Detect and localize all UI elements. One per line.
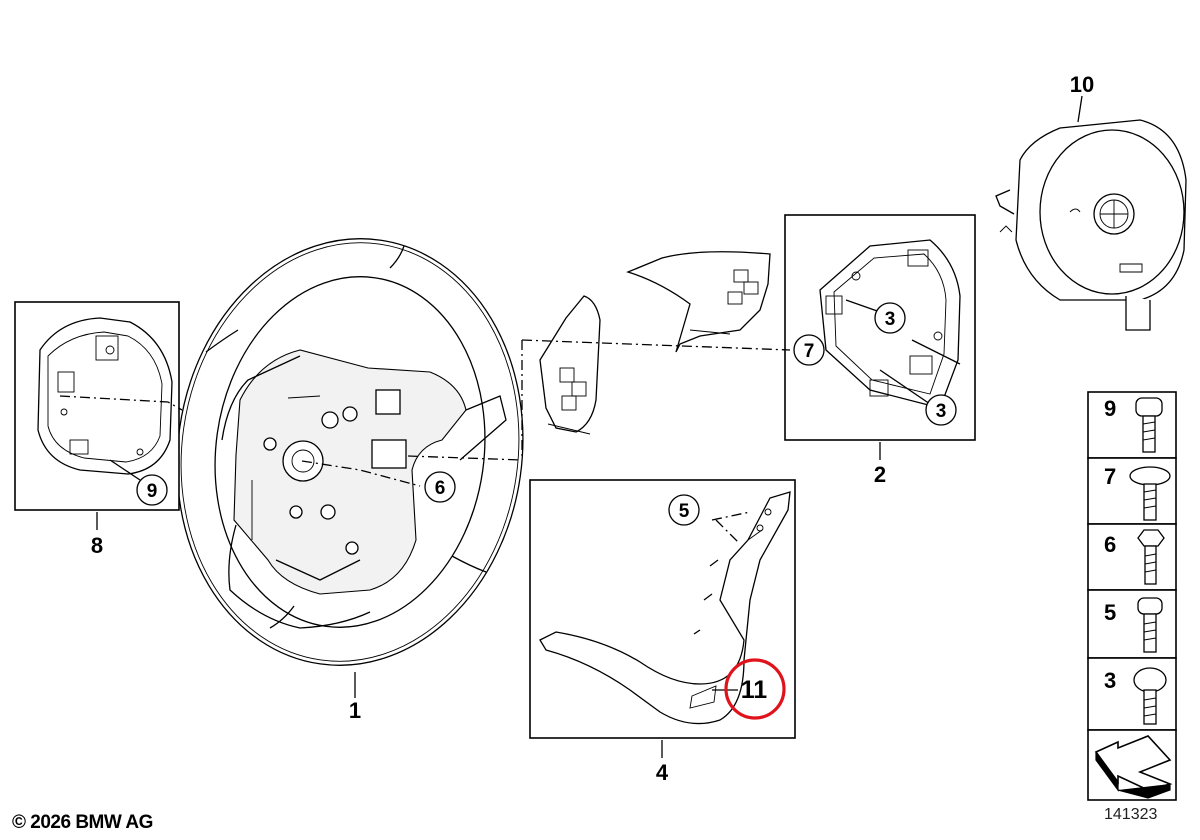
steering-wheel[interactable] <box>150 216 550 688</box>
screw-6-icon[interactable] <box>1137 529 1165 585</box>
screw-5-icon[interactable] <box>1137 597 1163 653</box>
svg-text:5: 5 <box>679 501 690 522</box>
part-label-4[interactable]: 4 <box>656 760 669 785</box>
connection-lines <box>301 339 791 545</box>
callout-9[interactable]: 9 <box>136 474 168 506</box>
legend-label-9: 9 <box>1104 396 1116 421</box>
svg-text:9: 9 <box>147 481 158 502</box>
copyright-notice: © 2026 BMW AG <box>12 812 153 833</box>
part-label-1[interactable]: 1 <box>349 698 361 723</box>
airbag-module[interactable] <box>995 119 1187 331</box>
legend-label-6: 6 <box>1104 532 1116 557</box>
svg-text:7: 7 <box>804 341 815 362</box>
svg-text:6: 6 <box>435 478 446 499</box>
legend-label-3: 3 <box>1104 668 1116 693</box>
svg-text:11: 11 <box>741 676 768 704</box>
legend-label-7: 7 <box>1104 464 1116 489</box>
diagram-number: 141323 <box>1104 806 1158 823</box>
orientation-arrow-icon <box>1094 735 1173 799</box>
svg-text:3: 3 <box>885 309 896 330</box>
part-box-4[interactable] <box>529 479 796 739</box>
callout-6[interactable]: 6 <box>424 471 456 503</box>
legend-label-5: 5 <box>1104 600 1116 625</box>
callout-5[interactable]: 5 <box>668 494 700 526</box>
part-label-8[interactable]: 8 <box>91 533 103 558</box>
screw-7-icon[interactable] <box>1129 466 1171 521</box>
callout-11-highlighted[interactable]: 11 <box>724 658 786 720</box>
screw-9-icon[interactable] <box>1135 397 1163 453</box>
svg-text:3: 3 <box>936 401 947 422</box>
callout-3-upper[interactable]: 3 <box>874 302 906 334</box>
callout-7[interactable]: 7 <box>793 334 825 366</box>
fastener-legend: 9 7 6 5 3 <box>1087 391 1177 801</box>
multifunction-switch-left[interactable] <box>539 295 601 435</box>
callout-3-lower[interactable]: 3 <box>925 394 957 426</box>
screw-3-icon[interactable] <box>1133 667 1167 725</box>
part-label-2[interactable]: 2 <box>874 462 886 487</box>
multifunction-switch-right[interactable] <box>626 251 771 353</box>
part-label-10[interactable]: 10 <box>1070 72 1094 97</box>
